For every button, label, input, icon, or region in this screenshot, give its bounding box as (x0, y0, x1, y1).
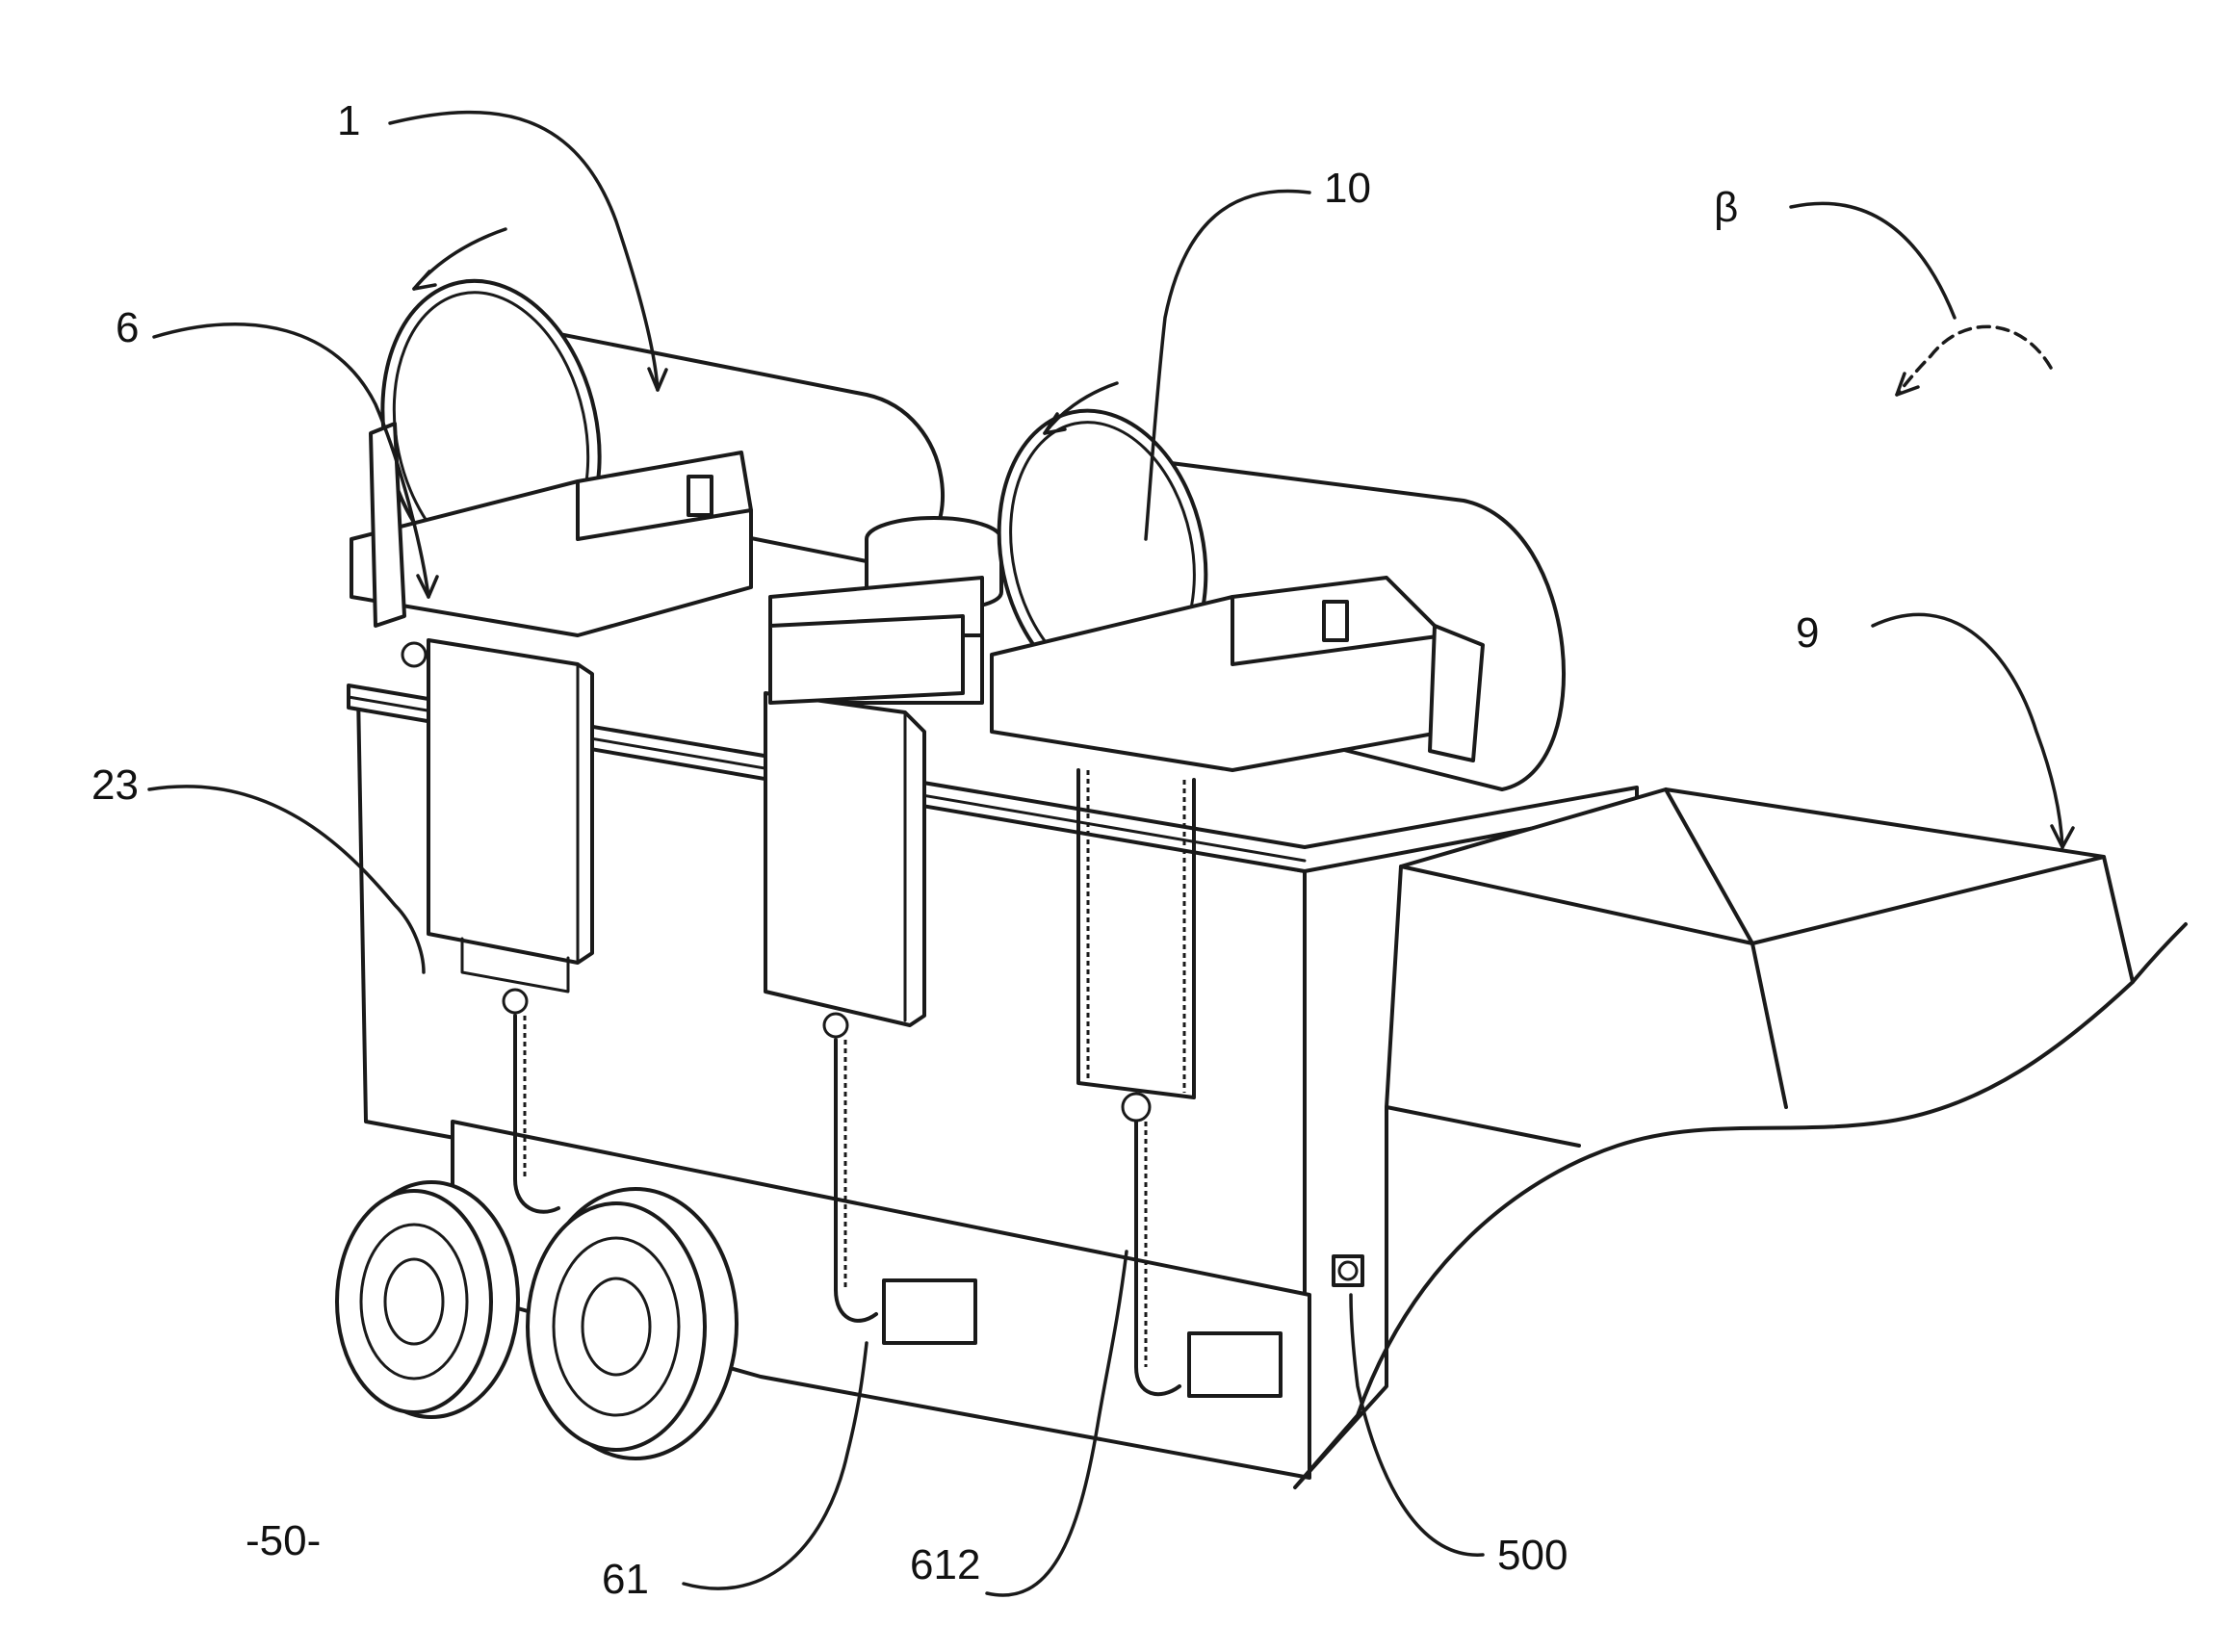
label-500: 500 (1497, 1532, 1568, 1579)
label-612: 612 (910, 1541, 980, 1588)
label-6: 6 (116, 304, 139, 351)
cannon-right (973, 391, 1564, 789)
weight-center (884, 1280, 975, 1343)
weight-right (1189, 1333, 1281, 1396)
label-10: 10 (1324, 165, 1371, 212)
label-1: 1 (337, 97, 360, 144)
wheel-rear (337, 1182, 518, 1417)
label-9: 9 (1796, 609, 1819, 657)
label-61: 61 (602, 1556, 649, 1603)
label-beta: β (1714, 184, 1738, 231)
scale-block-left (428, 640, 592, 992)
towing-vehicle (1295, 789, 2186, 1487)
label-50: -50- (246, 1517, 321, 1564)
label-23: 23 (91, 761, 139, 809)
